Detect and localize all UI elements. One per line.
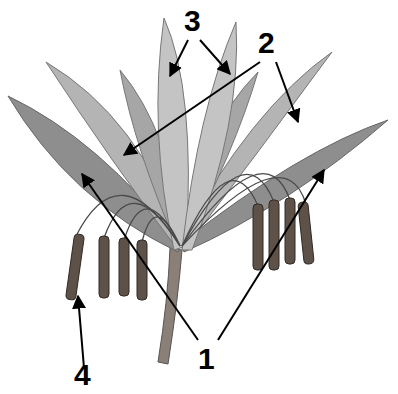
inner-leaf (182, 22, 237, 250)
callout-number: 3 (184, 6, 201, 36)
inner-leaf (158, 18, 188, 250)
callout-number: 1 (198, 344, 215, 374)
stem (158, 248, 182, 364)
anthers (65, 198, 314, 300)
leader-arrows (78, 40, 324, 368)
callout-number: 2 (258, 28, 275, 58)
callout-number: 4 (74, 360, 91, 390)
